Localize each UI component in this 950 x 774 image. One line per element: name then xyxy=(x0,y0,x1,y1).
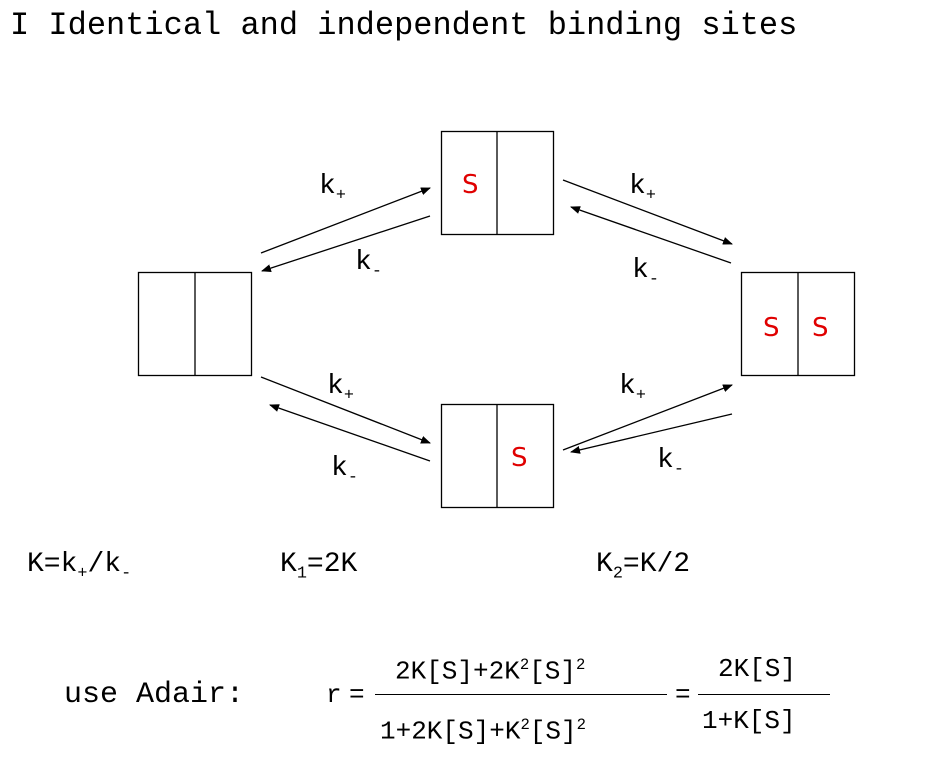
state-left-bound-box xyxy=(440,130,555,236)
site-label-bottom: S xyxy=(511,443,528,473)
rate-label-forward-1: k+ xyxy=(319,171,346,206)
equilibrium-constant-K2: K2=K/2 xyxy=(596,549,691,584)
adair-r: r xyxy=(326,680,342,710)
rate-label-backward-2: k- xyxy=(632,255,659,290)
adair-numerator-1: 2K[S]+2K2[S]2 xyxy=(395,656,586,687)
rate-label-backward-1: k- xyxy=(355,247,382,282)
site-label-full-left: S xyxy=(763,313,780,343)
rate-label-backward-4: k- xyxy=(657,445,684,480)
site-label-top: S xyxy=(462,170,479,200)
arrow-bottom-to-full-forward xyxy=(562,384,733,451)
arrow-top-to-full-forward xyxy=(562,179,733,245)
equilibrium-constant-K: K=k+/k- xyxy=(27,549,132,584)
arrow-empty-to-bottom-forward xyxy=(260,376,431,444)
state-right-bound-box xyxy=(440,403,555,509)
arrow-full-to-bottom-backward xyxy=(570,413,733,454)
arrow-empty-to-top-forward xyxy=(260,187,431,254)
equilibrium-constant-K1: K1=2K xyxy=(280,549,358,584)
state-empty-box xyxy=(137,271,253,377)
state-full-box xyxy=(740,271,856,377)
arrow-top-to-empty-backward xyxy=(261,215,431,273)
adair-denominator-2: 1+K[S] xyxy=(702,706,796,736)
rate-label-forward-2: k+ xyxy=(629,171,656,206)
rate-label-backward-3: k- xyxy=(331,453,358,488)
adair-fraction-bar-1 xyxy=(375,694,667,695)
adair-numerator-2: 2K[S] xyxy=(718,654,797,684)
adair-denominator-1: 1+2K[S]+K2[S]2 xyxy=(380,716,586,747)
rate-label-forward-4: k+ xyxy=(619,371,646,406)
rate-label-forward-3: k+ xyxy=(327,371,354,406)
arrow-full-to-top-backward xyxy=(570,206,732,264)
adair-equals-1: = xyxy=(349,680,365,710)
adair-label: use Adair: xyxy=(64,678,245,712)
site-label-full-right: S xyxy=(812,313,829,343)
slide-title: I Identical and independent binding site… xyxy=(10,7,798,44)
arrow-bottom-to-empty-backward xyxy=(269,404,431,462)
adair-equals-2: = xyxy=(675,680,691,710)
adair-fraction-bar-2 xyxy=(698,694,830,695)
